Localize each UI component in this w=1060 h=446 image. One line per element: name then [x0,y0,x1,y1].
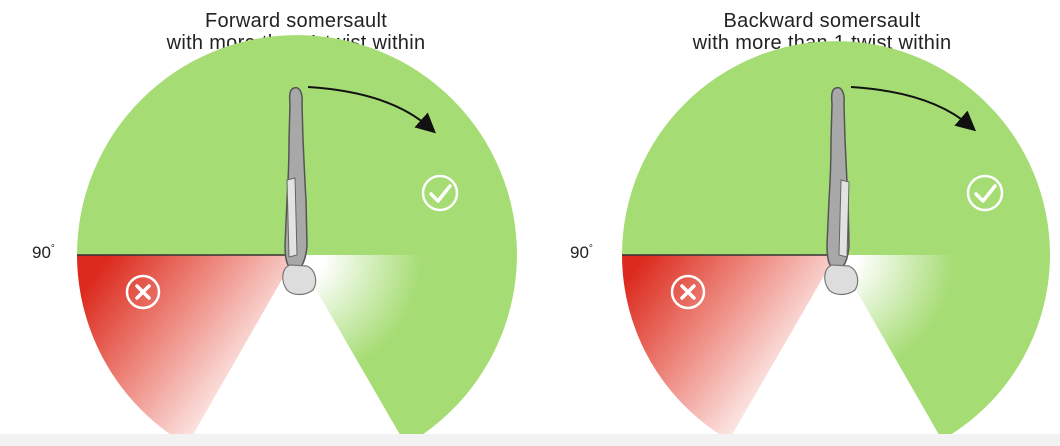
allowed-zone-lower [836,255,1050,440]
forbidden-zone [622,255,836,440]
check-icon [966,174,1004,212]
diver-figure [824,86,859,296]
forward-somersault-panel: Forward somersault with more than 1 twis… [32,10,517,445]
angle-value: 90 [32,243,51,262]
bottom-strip [0,434,1060,446]
title-line-1: Backward somersault [723,10,921,32]
angle-value: 90 [570,243,589,262]
angle-unit: ° [50,243,55,255]
backward-somersault-panel: Backward somersault with more than 1 twi… [545,0,1060,446]
rotation-arrow-icon [850,86,977,132]
title-line-1: Forward somersault [204,10,388,32]
angle-unit: ° [588,243,593,255]
somersault-diagram [622,41,1050,440]
rotation-arrow-icon [307,86,436,134]
allowed-zone-lower [296,255,517,445]
angle-label: 90° [32,243,55,263]
forbidden-zone [77,255,296,445]
cross-icon [670,274,706,310]
check-icon [421,174,459,212]
diver-figure [282,86,317,296]
cross-icon [125,274,161,310]
somersault-diagram [77,35,517,445]
angle-label: 90° [570,243,593,263]
